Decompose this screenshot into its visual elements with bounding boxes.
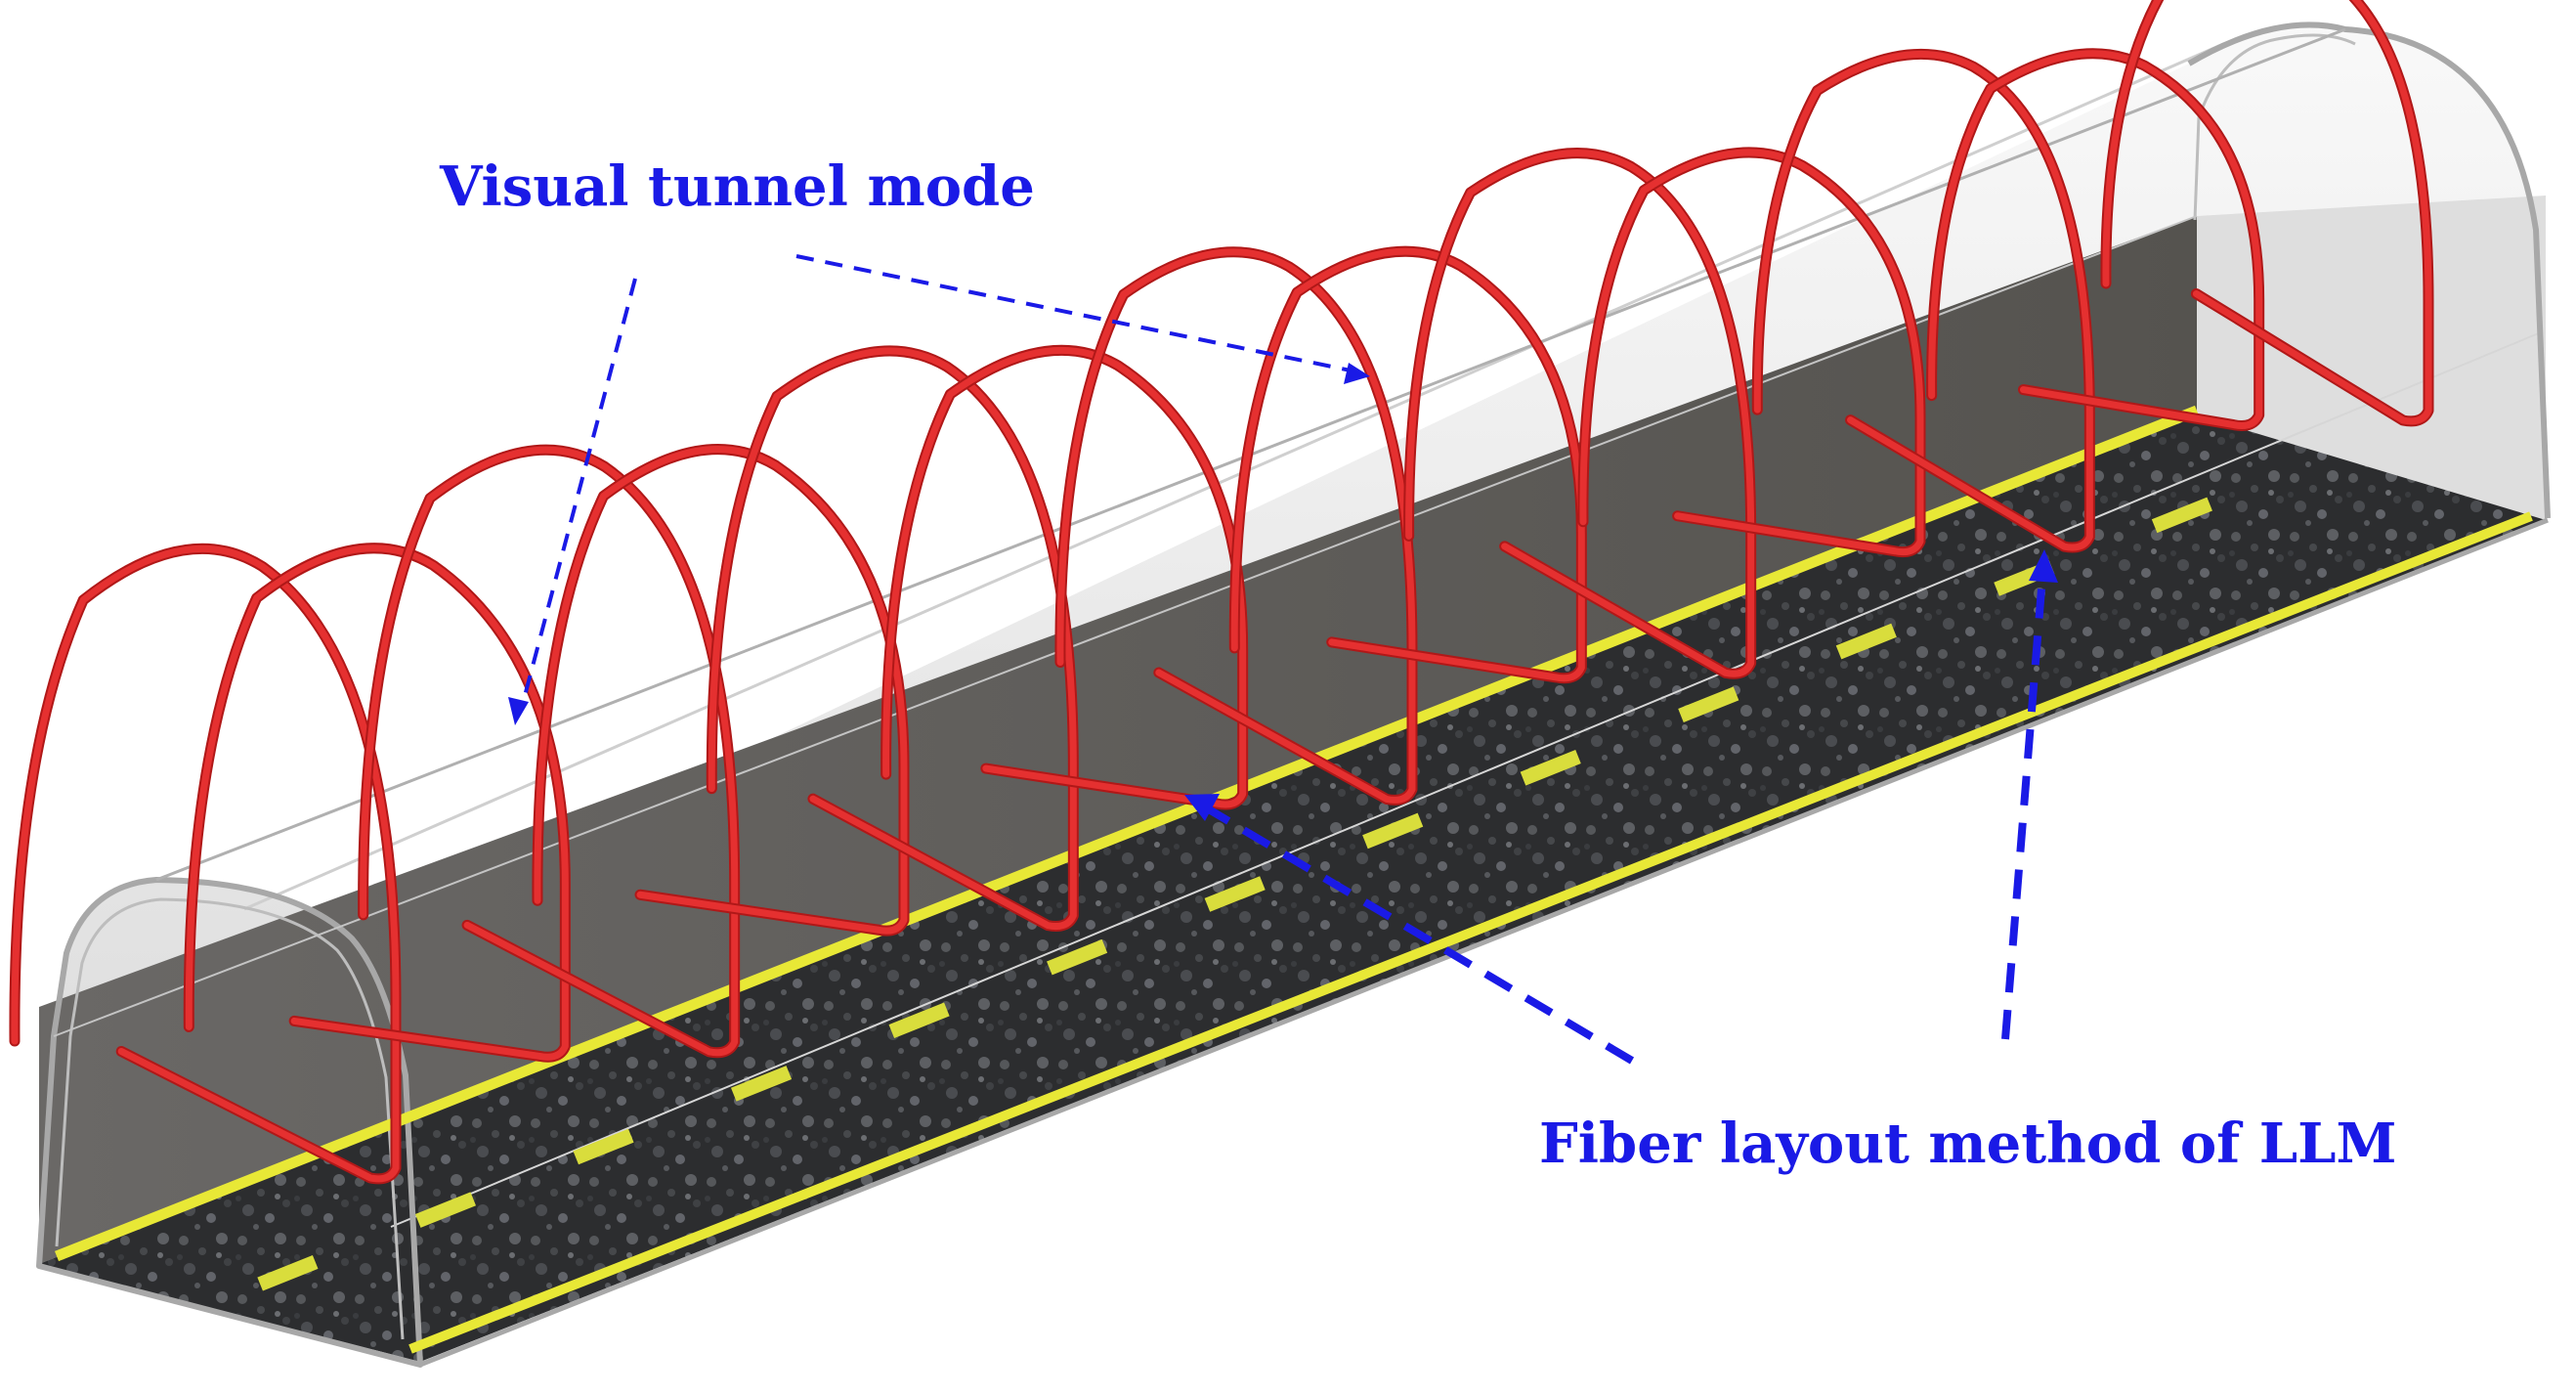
fiber-loop bbox=[708, 347, 1077, 931]
fiber-loop bbox=[2102, 0, 2432, 425]
arrow-fiber-right bbox=[2001, 576, 2046, 1040]
arrowhead-fiber-left bbox=[1184, 794, 1220, 821]
front-portal bbox=[36, 877, 423, 1368]
lane-markings bbox=[54, 405, 2533, 1354]
fiber-loop bbox=[11, 545, 400, 1183]
lane-dash bbox=[257, 1254, 319, 1291]
lane-dash bbox=[1520, 750, 1581, 786]
fiber-layout-label: Fiber layout method of LLM bbox=[1539, 1112, 2397, 1176]
fiber-loop bbox=[1753, 50, 2093, 551]
arrow-visual-tunnel-right bbox=[795, 254, 1356, 373]
lane-dash bbox=[2151, 497, 2212, 534]
lane-dash bbox=[414, 1192, 477, 1228]
lane-dash bbox=[1204, 876, 1266, 912]
tunnel-lower-outline bbox=[53, 215, 2198, 1037]
lane-dash bbox=[1047, 938, 1108, 976]
lane-dash bbox=[1678, 686, 1739, 722]
center-dashes bbox=[257, 497, 2212, 1291]
lane-dash bbox=[730, 1066, 793, 1102]
rear-portal-inner bbox=[2193, 33, 2356, 221]
lane-dash bbox=[1835, 623, 1897, 660]
tunnel-ridge-line bbox=[243, 42, 2224, 911]
front-portal-inner bbox=[55, 897, 405, 1340]
arrow-visual-tunnel-left bbox=[519, 278, 637, 712]
fiber-loop bbox=[360, 446, 739, 1057]
arrowhead-visual-tunnel-right bbox=[1344, 363, 1370, 384]
arrow-fiber-left bbox=[1201, 803, 1635, 1065]
road-surface bbox=[39, 415, 2546, 1362]
lane-dash bbox=[1362, 812, 1424, 850]
arrowhead-fiber-right bbox=[2029, 549, 2058, 583]
inner-back-wall bbox=[39, 216, 2197, 1264]
lane-dash bbox=[573, 1128, 634, 1165]
annotations bbox=[508, 254, 2058, 1065]
fiber-loop bbox=[1405, 150, 1755, 677]
fiber-loops bbox=[9, 0, 2434, 1185]
arrowhead-visual-tunnel-left bbox=[508, 697, 529, 725]
visual-tunnel-mode-label: Visual tunnel mode bbox=[440, 154, 1035, 219]
tunnel-spring-line bbox=[390, 331, 2542, 1228]
road-edge-line-far bbox=[408, 511, 2533, 1354]
lane-dash bbox=[888, 1002, 950, 1039]
road-edge-line-near bbox=[54, 405, 2200, 1262]
tunnel-model bbox=[36, 22, 2551, 1368]
